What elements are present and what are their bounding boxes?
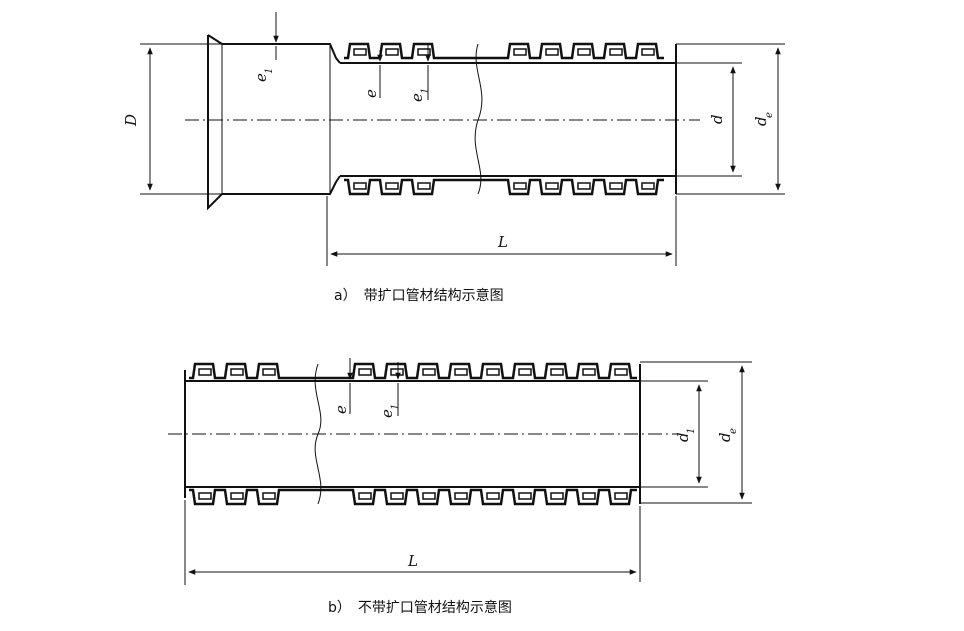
rib-cavity xyxy=(454,492,468,500)
label-D: D xyxy=(122,114,140,127)
label-e-b: e xyxy=(332,405,350,414)
rib-cavity xyxy=(198,492,212,500)
rib-cavity xyxy=(641,182,655,190)
rib-cavity xyxy=(577,48,591,56)
label-e1-b-sub: 1 xyxy=(390,404,401,410)
rib-cavity xyxy=(577,182,591,190)
rib-cavity xyxy=(582,492,596,500)
label-e1-socket: e xyxy=(252,73,270,82)
rib-cavity xyxy=(417,182,431,190)
rib-cavity xyxy=(454,368,468,376)
rib-profile xyxy=(344,178,664,196)
corrugations-b-bottom xyxy=(189,488,637,506)
caption-b: b） 不带扩口管材结构示意图 xyxy=(328,599,512,616)
label-d1-sub: 1 xyxy=(686,428,697,434)
rib-cavity xyxy=(609,48,623,56)
corrugations-a-top xyxy=(344,42,664,60)
rib-cavity xyxy=(390,492,404,500)
rib-cavity xyxy=(358,368,372,376)
rib-cavity xyxy=(513,182,527,190)
label-de-b-sub: e xyxy=(728,428,739,434)
rib-cavity xyxy=(358,492,372,500)
label-L-b: L xyxy=(407,552,418,570)
label-e-a: e xyxy=(362,89,380,98)
label-de-a-sub: e xyxy=(764,112,775,118)
break-line-a xyxy=(474,43,483,195)
rib-cavity xyxy=(550,492,564,500)
rib-profile xyxy=(189,488,637,506)
rib-cavity xyxy=(486,368,500,376)
corrugations-a-bottom xyxy=(344,178,664,196)
corrugations-b-top xyxy=(189,362,637,380)
rib-cavity xyxy=(518,492,532,500)
rib-cavity xyxy=(422,492,436,500)
rib-profile xyxy=(189,362,637,380)
pipe-b-inner-wall xyxy=(185,380,640,488)
figure-a: D e 1 e e 1 d d e L a） 带扩口管材结构示意图 xyxy=(122,12,785,304)
rib-cavity xyxy=(262,492,276,500)
label-e1-socket-sub: 1 xyxy=(264,68,275,74)
rib-cavity xyxy=(230,368,244,376)
rib-cavity xyxy=(198,368,212,376)
label-d1: d xyxy=(674,432,692,442)
rib-cavity xyxy=(614,492,628,500)
rib-cavity xyxy=(390,368,404,376)
figure-b: e e 1 d 1 d e L b） 不带扩口管材结构示意图 xyxy=(168,358,752,616)
rib-cavity xyxy=(262,368,276,376)
rib-cavity xyxy=(417,48,431,56)
label-d: d xyxy=(708,114,726,124)
label-e1-a-sub: 1 xyxy=(420,88,431,94)
caption-a: a） 带扩口管材结构示意图 xyxy=(334,287,504,304)
rib-cavity xyxy=(518,368,532,376)
rib-cavity xyxy=(513,48,527,56)
rib-cavity xyxy=(582,368,596,376)
rib-cavity xyxy=(550,368,564,376)
rib-cavity xyxy=(385,182,399,190)
rib-profile xyxy=(344,42,664,60)
rib-cavity xyxy=(353,48,367,56)
rib-cavity xyxy=(614,368,628,376)
rib-cavity xyxy=(353,182,367,190)
rib-cavity xyxy=(486,492,500,500)
rib-cavity xyxy=(609,182,623,190)
label-de-b: d xyxy=(716,432,734,442)
label-L-a: L xyxy=(497,233,508,251)
rib-cavity xyxy=(641,48,655,56)
rib-cavity xyxy=(385,48,399,56)
rib-cavity xyxy=(230,492,244,500)
label-e1-a: e xyxy=(408,93,426,102)
rib-cavity xyxy=(545,182,559,190)
label-de-a: d xyxy=(752,116,770,126)
rib-cavity xyxy=(422,368,436,376)
rib-cavity xyxy=(545,48,559,56)
socket-outline xyxy=(207,34,341,211)
pipe-a-inner-wall xyxy=(340,62,676,177)
label-e1-b: e xyxy=(378,409,396,418)
